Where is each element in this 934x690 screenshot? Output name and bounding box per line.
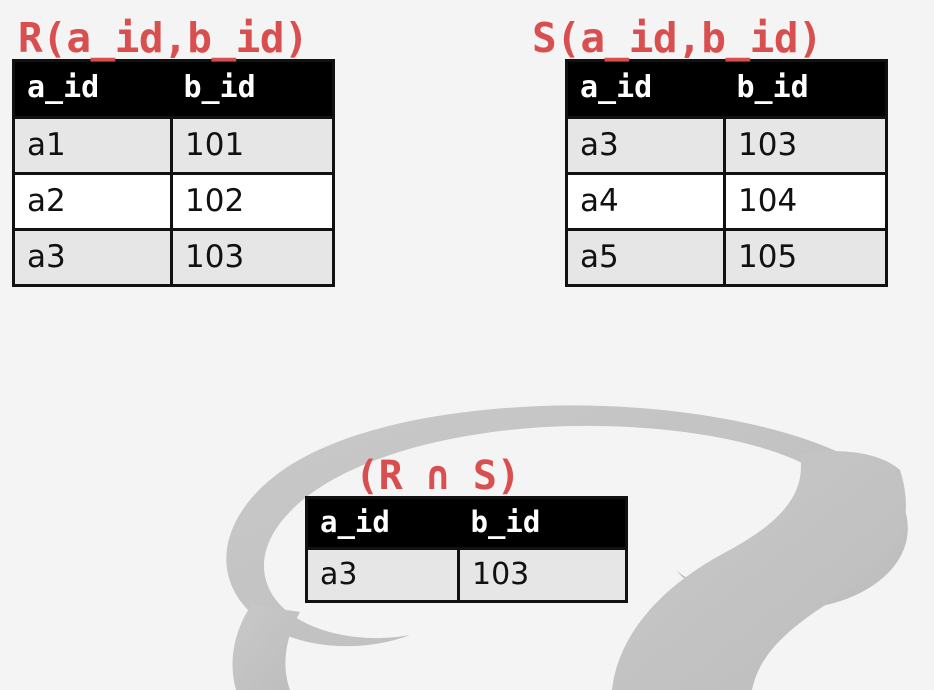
- column-header-a-id: a_id: [566, 60, 725, 117]
- cell-a-id: a3: [305, 547, 460, 604]
- table-header-row: a_id b_id: [13, 60, 334, 117]
- column-header-b-id: b_id: [724, 60, 887, 117]
- intersection-result-table: a_id b_id a3 103: [305, 496, 628, 604]
- cell-a-id: a3: [565, 115, 726, 175]
- relation-s-table: a_id b_id a3 103 a4 104 a5 105: [565, 59, 888, 287]
- cell-b-id: 102: [170, 171, 335, 231]
- cell-b-id: 105: [723, 227, 888, 287]
- relation-r-block: R(a_id,b_id) a_id b_id a1 101 a2 102: [12, 18, 335, 287]
- cell-b-id: 103: [723, 115, 888, 175]
- cell-a-id: a2: [12, 171, 173, 231]
- cell-a-id: a1: [12, 115, 173, 175]
- column-header-b-id: b_id: [171, 60, 334, 117]
- intersection-result-title: (R ∩ S): [355, 453, 521, 499]
- table-row: a2 102: [12, 171, 335, 231]
- table-row: a3 103: [565, 115, 888, 175]
- table-row: a4 104: [565, 171, 888, 231]
- table-row: a5 105: [565, 227, 888, 287]
- intersection-result-block: (R ∩ S) a_id b_id a3 103: [305, 453, 628, 604]
- table-header-row: a_id b_id: [306, 497, 627, 549]
- table-row: a1 101: [12, 115, 335, 175]
- relation-r-table: a_id b_id a1 101 a2 102 a3 103: [12, 59, 335, 287]
- cell-b-id: 104: [723, 171, 888, 231]
- table-row: a3 103: [12, 227, 335, 287]
- cell-a-id: a5: [565, 227, 726, 287]
- cell-a-id: a4: [565, 171, 726, 231]
- relation-s-title: S(a_id,b_id): [532, 14, 823, 62]
- relation-r-title: R(a_id,b_id): [18, 14, 309, 62]
- relation-s-block: S(a_id,b_id) a_id b_id a3 103 a4 104: [528, 18, 888, 287]
- column-header-a-id: a_id: [13, 60, 172, 117]
- table-row: a3 103: [305, 547, 628, 604]
- table-header-row: a_id b_id: [566, 60, 887, 117]
- column-header-a-id: a_id: [306, 497, 459, 549]
- cell-b-id: 101: [170, 115, 335, 175]
- cell-a-id: a3: [12, 227, 173, 287]
- cell-b-id: 103: [170, 227, 335, 287]
- column-header-b-id: b_id: [458, 497, 627, 549]
- cell-b-id: 103: [457, 547, 628, 604]
